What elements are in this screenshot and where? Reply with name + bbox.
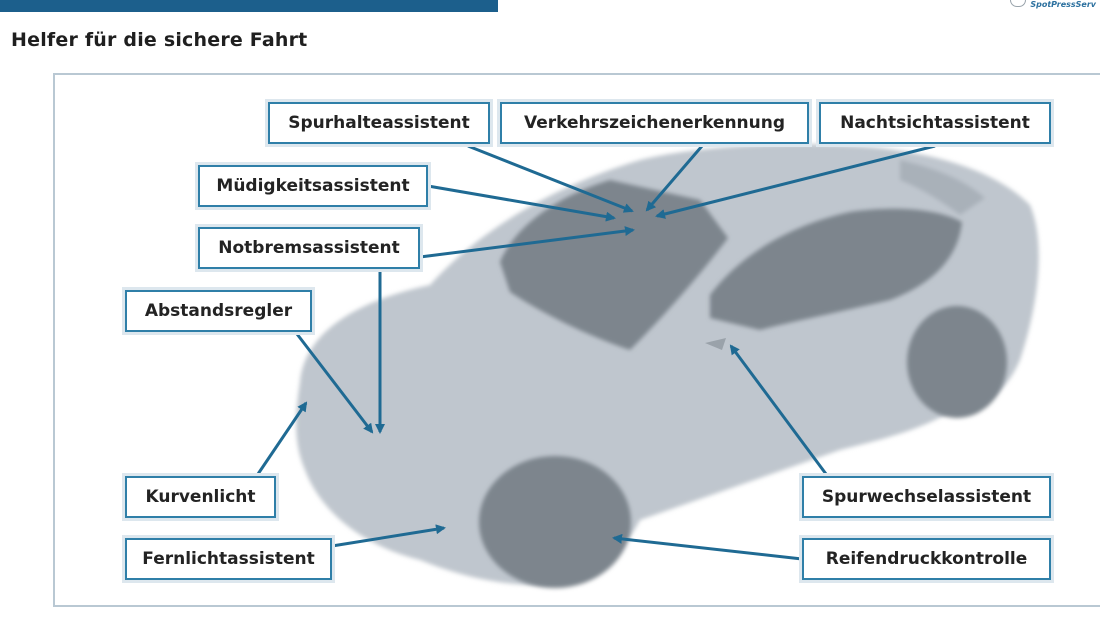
rear-wheel [907, 306, 1007, 418]
label-abstandsregler: Abstandsregler [125, 290, 312, 332]
arrow-nachtsichtassistent [655, 144, 936, 219]
logo-text: SpotPressServ [1030, 0, 1096, 9]
callout-arrows [256, 144, 936, 561]
label-spurwechselassistent: Spurwechselassistent [802, 476, 1051, 518]
label-kurvenlicht: Kurvenlicht [125, 476, 276, 518]
arrow-reifendruckkontrolle [612, 533, 803, 561]
top-banner [0, 0, 498, 12]
arrow-muedigkeitsassistent [427, 184, 616, 222]
arrow-spurwechselassistent [729, 344, 828, 475]
label-nachtsichtassistent: Nachtsichtassistent [819, 102, 1051, 144]
label-verkehrszeichenerkennung: Verkehrszeichenerkennung [500, 102, 809, 144]
page-title: Helfer für die sichere Fahrt [11, 29, 308, 51]
label-spurhalteassistent: Spurhalteassistent [268, 102, 490, 144]
spotpress-logo: SpotPressServ [1010, 0, 1096, 12]
side-window [710, 208, 962, 330]
windshield [500, 180, 728, 350]
side-mirror [705, 338, 726, 350]
car-silhouette [296, 144, 1039, 588]
arrow-verkehrszeichenerkennung [645, 145, 704, 212]
arrow-abstandsregler [295, 333, 374, 434]
arrow-kurvenlicht [256, 401, 308, 475]
rear-window [900, 160, 985, 215]
front-wheel [479, 456, 631, 588]
label-muedigkeitsassistent: Müdigkeitsassistent [198, 165, 428, 207]
label-fernlichtassistent: Fernlichtassistent [125, 538, 332, 580]
arrow-notbremsassistent-1 [419, 226, 635, 259]
label-reifendruckkontrolle: Reifendruckkontrolle [802, 538, 1051, 580]
arrow-fernlichtassistent [331, 524, 446, 548]
arrow-spurhalteassistent [467, 144, 634, 213]
label-notbremsassistent: Notbremsassistent [198, 227, 420, 269]
